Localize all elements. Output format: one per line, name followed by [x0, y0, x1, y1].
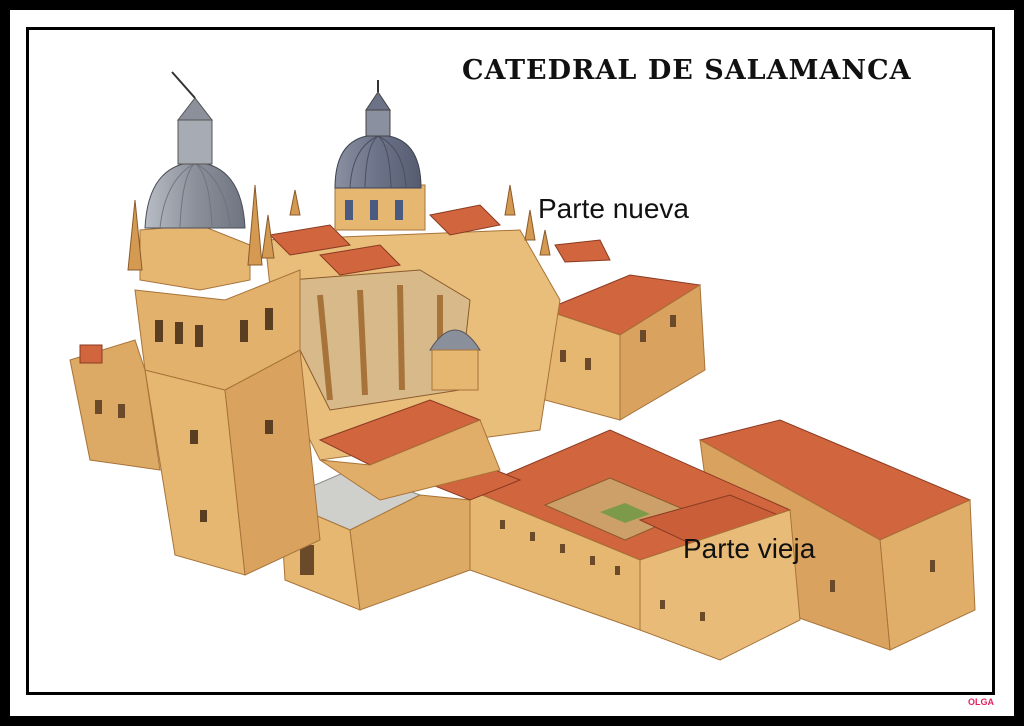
- pinnacles: [289, 184, 551, 256]
- new-windows: [560, 315, 676, 370]
- artist-signature: OLGA: [968, 697, 994, 707]
- label-old-part: Parte vieja: [683, 533, 816, 564]
- old-chapter-wall: [639, 509, 801, 661]
- page-title: CATEDRAL DE SALAMANCA: [462, 55, 912, 86]
- label-new-part: Parte nueva: [538, 193, 689, 224]
- west-facade-annex: [69, 339, 161, 471]
- old-cathedral: [468, 419, 976, 661]
- bell-tower: [127, 71, 321, 576]
- cloister-garden: [600, 503, 650, 523]
- new-cathedral: [264, 184, 706, 501]
- crossing-dome: [334, 80, 426, 231]
- old-windows: [500, 520, 935, 621]
